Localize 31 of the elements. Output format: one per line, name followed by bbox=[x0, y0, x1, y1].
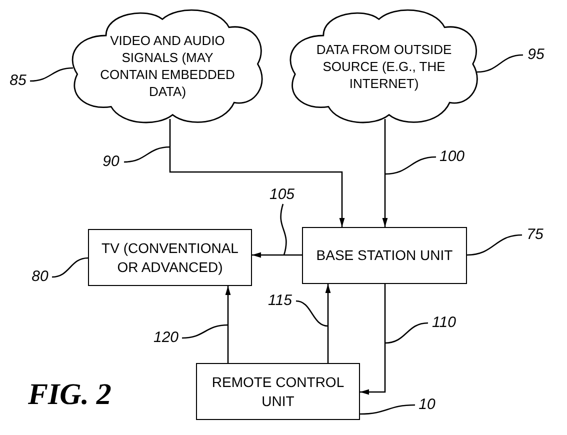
leader-line bbox=[360, 404, 416, 415]
reference-numeral: 95 bbox=[523, 46, 549, 64]
reference-numeral: 85 bbox=[6, 72, 30, 90]
arrow bbox=[360, 284, 386, 395]
reference-numeral: 120 bbox=[150, 329, 182, 347]
leader-line bbox=[280, 204, 287, 256]
reference-numeral: 10 bbox=[415, 396, 439, 414]
reference-numeral: 100 bbox=[436, 148, 468, 166]
leader-line bbox=[30, 67, 74, 82]
process-box: TV (CONVENTIONAL OR ADVANCED) bbox=[88, 229, 252, 286]
arrow bbox=[325, 284, 331, 363]
reference-numeral: 115 bbox=[264, 292, 296, 310]
figure-label: FIG. 2 bbox=[28, 378, 112, 412]
arrow bbox=[382, 119, 388, 227]
leader-line bbox=[476, 54, 524, 73]
reference-numeral: 80 bbox=[28, 268, 52, 286]
reference-numeral: 110 bbox=[428, 314, 460, 332]
leader-line bbox=[384, 156, 436, 175]
reference-numeral: 105 bbox=[266, 186, 298, 204]
reference-numeral: 75 bbox=[522, 226, 548, 244]
leader-line bbox=[124, 146, 170, 163]
leader-line bbox=[182, 324, 228, 339]
leader-line bbox=[466, 234, 522, 256]
process-box: REMOTE CONTROL UNIT bbox=[196, 363, 360, 420]
process-box: BASE STATION UNIT bbox=[302, 227, 467, 284]
reference-numeral: 90 bbox=[98, 153, 124, 171]
leader-line bbox=[52, 257, 88, 278]
leader-line bbox=[384, 322, 428, 344]
arrow bbox=[252, 252, 302, 258]
arrow bbox=[225, 286, 231, 363]
leader-line bbox=[296, 300, 328, 327]
